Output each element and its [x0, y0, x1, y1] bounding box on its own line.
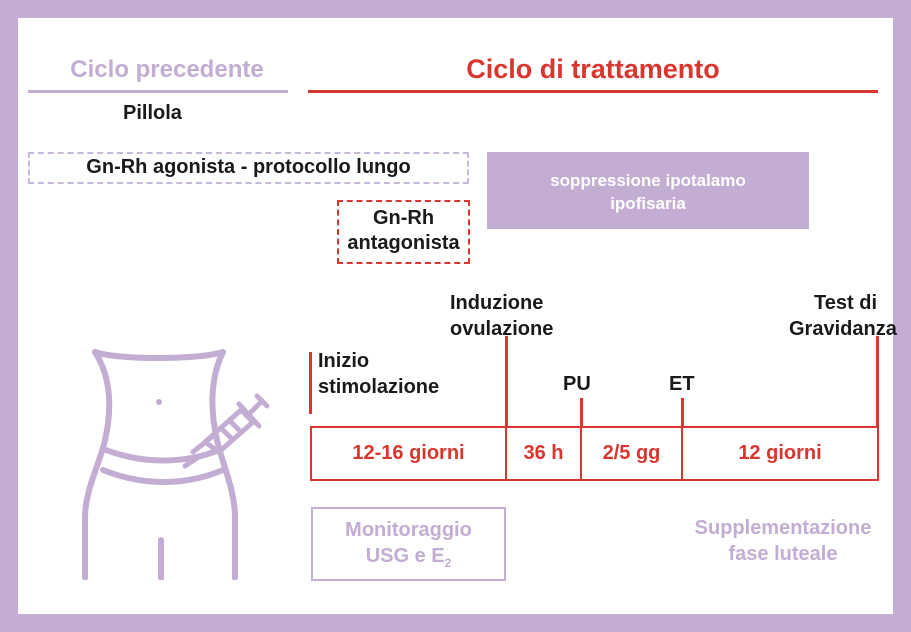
- pill-label: Pillola: [123, 102, 182, 124]
- monitor-line2: USG e E2: [313, 543, 504, 576]
- monitor-line2-text: USG e E: [365, 545, 445, 567]
- et-marker: [681, 398, 684, 426]
- treatment-cycle-underline: [308, 90, 878, 93]
- monitor-line1: Monitoraggio: [345, 519, 472, 541]
- pu-marker: [580, 398, 583, 426]
- suppression-line2: ipofisaria: [610, 194, 686, 213]
- induction-marker: [505, 336, 508, 426]
- treatment-cycle-heading: Ciclo di trattamento: [466, 54, 720, 84]
- induction-line2: ovulazione: [450, 318, 554, 340]
- suppression-line1: soppressione ipotalamo: [550, 171, 746, 190]
- monitoring-box: Monitoraggio USG e E2: [311, 507, 506, 581]
- pu-label: PU: [563, 373, 591, 395]
- antagonist-box: Gn-Rh antagonista: [337, 200, 470, 264]
- et-label: ET: [669, 373, 695, 395]
- body-injection-icon: [82, 349, 270, 580]
- suppression-box: soppressione ipotalamo ipofisaria: [487, 152, 809, 229]
- previous-cycle-heading: Ciclo precedente: [70, 56, 264, 83]
- segment-2-5-days: 2/5 gg: [580, 426, 683, 481]
- stimulation-start-label: Inizio stimolazione: [318, 348, 439, 400]
- luteal-line2: fase luteale: [728, 543, 838, 565]
- segment-36h: 36 h: [505, 426, 582, 481]
- stimulation-marker: [309, 352, 312, 414]
- previous-cycle-underline: [28, 90, 288, 93]
- segment-stimulation: 12-16 giorni: [310, 426, 507, 481]
- segment-12-days: 12 giorni: [681, 426, 879, 481]
- monitor-subscript: 2: [444, 556, 452, 570]
- test-line1: Test di: [814, 292, 877, 314]
- antagonist-line2: antagonista: [347, 232, 460, 254]
- agonist-protocol-box: Gn-Rh agonista - protocollo lungo: [28, 152, 469, 184]
- test-line2: Gravidanza: [789, 318, 897, 340]
- pregnancy-test-label: Test di Gravidanza: [789, 290, 897, 342]
- luteal-line1: Supplementazione: [694, 517, 872, 539]
- induction-line1: Induzione: [450, 292, 544, 314]
- antagonist-line1: Gn-Rh: [372, 207, 435, 229]
- test-marker: [876, 336, 879, 426]
- induction-label: Induzione ovulazione: [450, 290, 553, 342]
- stim-line2: stimolazione: [318, 376, 440, 398]
- luteal-support-label: Supplementazione fase luteale: [668, 515, 898, 567]
- stim-line1: Inizio: [318, 350, 370, 372]
